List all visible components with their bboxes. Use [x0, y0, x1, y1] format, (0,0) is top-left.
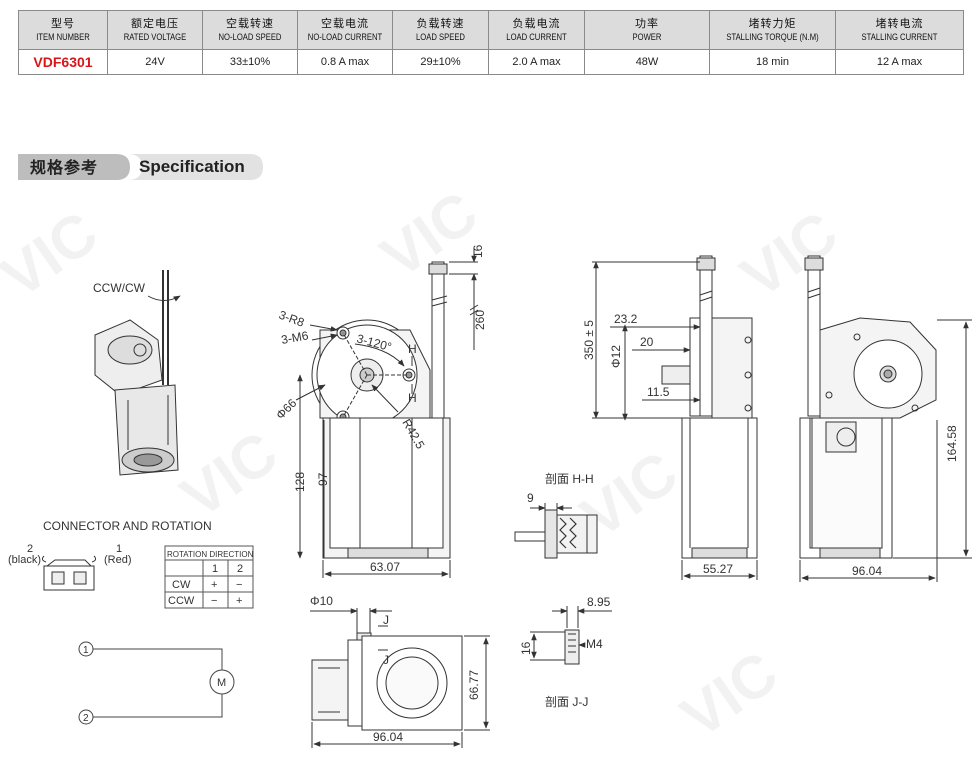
cell-stalling-current: 12 A max: [835, 49, 964, 75]
motor-symbol-label: M: [217, 677, 226, 689]
dim-16-top: 16: [471, 244, 485, 258]
cell-stalling-torque: 18 min: [709, 49, 836, 75]
svg-text:VIC: VIC: [169, 418, 289, 530]
cell-no-load-speed: 33±10%: [202, 49, 298, 75]
thread-m4: M4: [586, 637, 603, 651]
section-jj-view: 8.95 16 M4 剖面 J-J: [519, 595, 612, 709]
rotation-label: CCW/CW: [93, 281, 146, 295]
isometric-view: CCW/CW: [93, 270, 181, 476]
dim-8-95: 8.95: [587, 595, 611, 609]
svg-text:VIC: VIC: [729, 198, 849, 310]
connector-section: CONNECTOR AND ROTATION 2 (black) 1 (Red)…: [8, 519, 254, 609]
dim-9: 9: [527, 491, 534, 505]
section-mark-h-bottom: H: [408, 391, 417, 405]
dim-96-04-right: 96.04: [852, 564, 882, 578]
rotation-col-2: 2: [237, 563, 243, 575]
dim-phi12: Φ12: [609, 345, 623, 368]
dim-16-jj: 16: [519, 641, 533, 655]
rotation-row-ccw-2: +: [236, 595, 242, 607]
dim-97: 97: [316, 472, 330, 486]
connector-title: CONNECTOR AND ROTATION: [43, 519, 212, 533]
cell-no-load-current: 0.8 A max: [297, 49, 393, 75]
section-mark-j-bottom: J: [383, 653, 389, 667]
rotation-table: ROTATION DIRECTION 1 2 CW + − CCW − +: [164, 545, 254, 609]
dim-96-04-bottom: 96.04: [373, 730, 403, 744]
cell-power: 48W: [584, 49, 710, 75]
rotation-row-cw-label: CW: [172, 579, 191, 591]
specification-banner: 规格参考 Specification: [18, 154, 263, 180]
section-title-zh: 规格参考: [30, 158, 98, 177]
connector-icon: [41, 555, 97, 591]
brand-label-icon: [825, 421, 857, 453]
dim-128: 128: [293, 472, 307, 492]
section-jj-label: 剖面 J-J: [545, 695, 588, 709]
dim-phi10: Φ10: [310, 594, 333, 608]
pin2-number: 2: [27, 543, 33, 555]
rotation-row-cw-2: −: [236, 579, 242, 591]
rotation-row-ccw-1: −: [211, 595, 217, 607]
rotation-row-cw-1: +: [211, 579, 217, 591]
pin1-color: (Red): [104, 554, 132, 566]
dim-66-77: 66.77: [467, 670, 481, 700]
dim-260: 260: [473, 310, 487, 330]
section-hh-label: 剖面 H-H: [545, 472, 594, 486]
cell-load-speed: 29±10%: [392, 49, 489, 75]
pin2-color: (black): [8, 554, 41, 566]
cell-load-current: 2.0 A max: [488, 49, 585, 75]
front-view: 3-R8 3-M6 3-120° Φ66 R42.5 H H 16 260 12…: [273, 244, 487, 578]
section-mark-j-top: J: [383, 613, 389, 627]
dim-11-5: 11.5: [647, 385, 670, 399]
rotation-col-1: 1: [212, 563, 218, 575]
dim-20: 20: [640, 335, 654, 349]
spec-data-row: VDF6301 24V 33±10% 0.8 A max 29±10% 2.0 …: [18, 49, 964, 75]
motor-schematic: 1 2 M: [78, 641, 235, 725]
rotation-row-ccw-label: CCW: [168, 595, 195, 607]
right-view: 164.58 96.04: [799, 255, 972, 582]
section-title-en: Specification: [139, 157, 245, 176]
dim-23-2: 23.2: [614, 312, 638, 326]
cell-model: VDF6301: [18, 49, 108, 75]
schematic-node-1: 1: [83, 645, 89, 656]
svg-text:VIC: VIC: [669, 638, 789, 750]
dim-350: 350 ± 5: [582, 320, 596, 360]
bottom-view: Φ10 J J 66.77 96.04: [310, 594, 490, 748]
motor-symbol-icon: [209, 669, 235, 695]
dim-3-r8: 3-R8: [277, 308, 307, 330]
dim-164-58: 164.58: [945, 425, 959, 462]
dim-63-07: 63.07: [370, 560, 400, 574]
side-view: 350 ± 5 Φ12 23.2 20 11.5 55.27: [582, 255, 758, 580]
schematic-node-2: 2: [83, 713, 89, 724]
pin1-number: 1: [116, 543, 122, 555]
section-hh-view: 剖面 H-H 9: [514, 472, 598, 559]
dim-55-27: 55.27: [703, 562, 733, 576]
dim-phi66: Φ66: [273, 396, 299, 422]
rotation-table-title: ROTATION DIRECTION: [167, 550, 254, 559]
section-mark-h-top: H: [408, 342, 417, 356]
cell-rated-voltage: 24V: [107, 49, 203, 75]
dim-3-m6: 3-M6: [280, 328, 310, 347]
